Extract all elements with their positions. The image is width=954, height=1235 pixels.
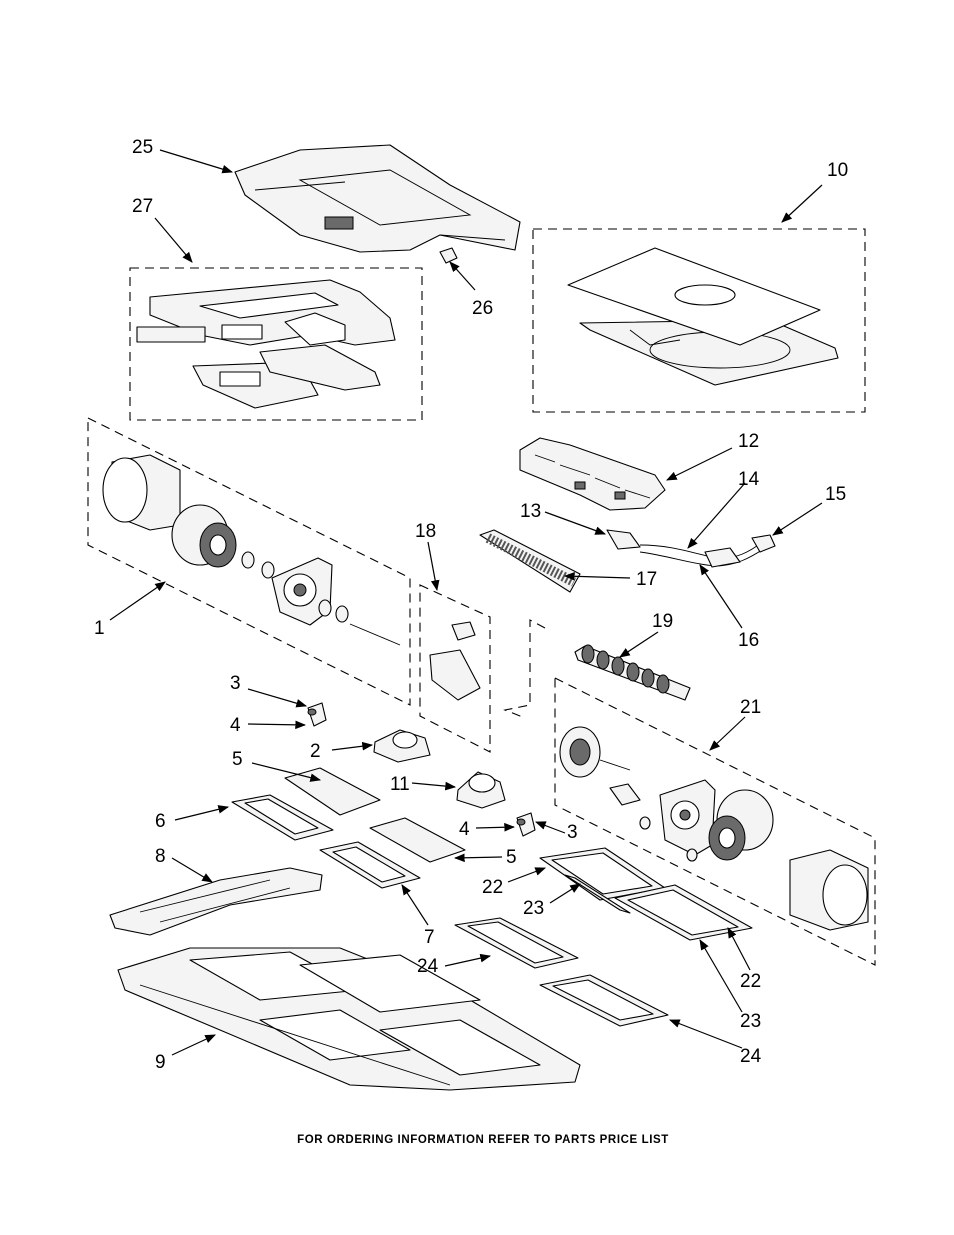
part-6-frame [232, 795, 333, 840]
callout-24-lower: 24 [740, 1046, 762, 1067]
callout-15: 15 [825, 484, 846, 505]
callout-26: 26 [472, 298, 493, 319]
callout-5-upper: 5 [232, 749, 243, 770]
callout-18: 18 [415, 521, 436, 542]
part-17-filter [480, 530, 580, 592]
part-10-assembly [568, 248, 838, 385]
callout-25: 25 [132, 137, 153, 158]
callout-21: 21 [740, 697, 761, 718]
part-27-assembly [137, 280, 395, 408]
part-3-4-pin-right [517, 813, 535, 836]
part-26-clip [440, 248, 457, 263]
callout-4-lower: 4 [459, 819, 470, 840]
callout-3-lower: 3 [567, 822, 578, 843]
part-11-housing [457, 772, 505, 808]
part-9-base-pan [118, 948, 580, 1090]
assembly-box-19-bracket [505, 620, 545, 718]
callout-3-upper: 3 [230, 673, 241, 694]
part-8-rail [110, 868, 322, 935]
part-2-housing [374, 730, 430, 762]
callout-4-upper: 4 [230, 715, 241, 736]
callout-12: 12 [738, 431, 759, 452]
callout-23-upper: 23 [523, 898, 544, 919]
callout-16: 16 [738, 630, 759, 651]
callout-19: 19 [652, 611, 673, 632]
part-1-blower-assembly [103, 455, 400, 645]
callout-5-lower: 5 [506, 847, 517, 868]
part-25-top-plate [235, 145, 520, 252]
part-14-wire-harness [607, 530, 775, 567]
callout-27: 27 [132, 196, 153, 217]
callout-2: 2 [310, 741, 321, 762]
callout-7: 7 [424, 927, 435, 948]
callout-22-lower: 22 [740, 971, 761, 992]
callout-8: 8 [155, 846, 166, 867]
callout-6: 6 [155, 811, 166, 832]
part-18-bracket [430, 622, 480, 700]
callout-13: 13 [520, 501, 541, 522]
part-12-connector [520, 438, 665, 510]
part-24-frame-upper [455, 918, 578, 968]
part-24-frame-lower [540, 975, 668, 1026]
callout-11: 11 [390, 774, 410, 795]
callout-23-lower: 23 [740, 1011, 761, 1032]
callout-22-upper: 22 [482, 877, 503, 898]
callout-17: 17 [636, 569, 657, 590]
footer-note: FOR ORDERING INFORMATION REFER TO PARTS … [297, 1134, 669, 1146]
part-19-shaft [575, 645, 690, 700]
callout-24-upper: 24 [417, 956, 439, 977]
callout-14: 14 [738, 469, 760, 490]
callout-10: 10 [827, 160, 848, 181]
callout-1: 1 [94, 618, 105, 639]
part-7-frame [320, 842, 420, 888]
part-5-pad-lower [370, 818, 465, 862]
callout-9: 9 [155, 1052, 166, 1073]
part-3-4-pin-left [308, 703, 326, 726]
